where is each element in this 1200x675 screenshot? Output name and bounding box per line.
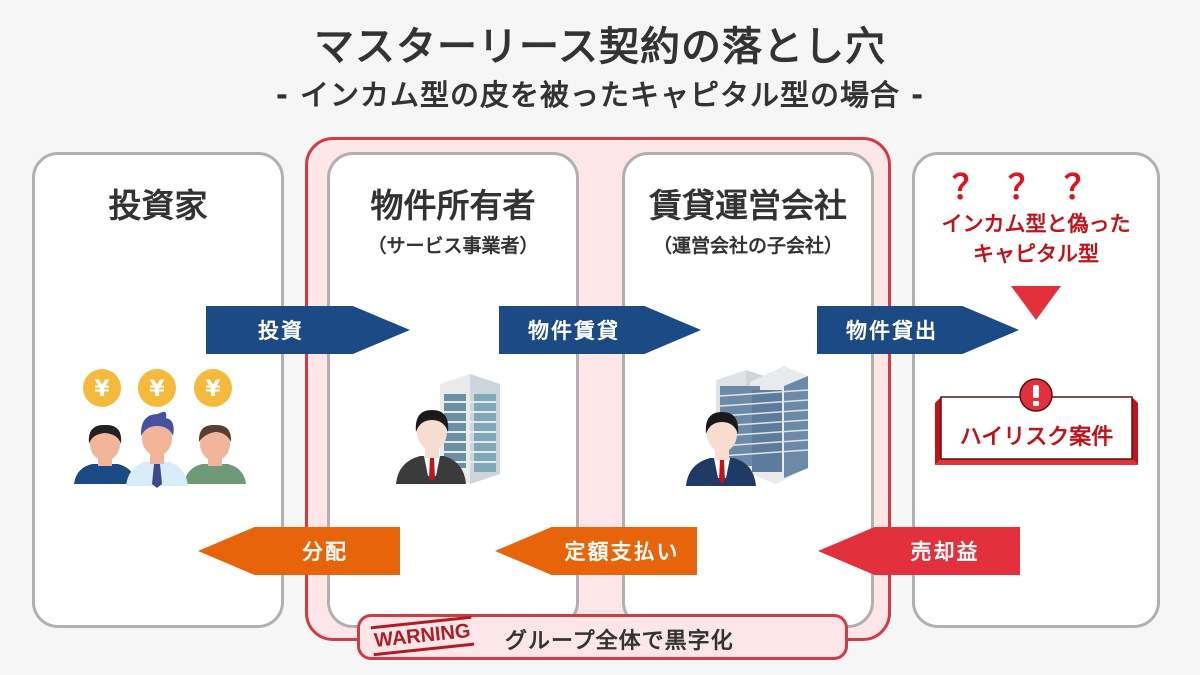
businessman-icon [396, 410, 466, 484]
owner-illustration [396, 374, 500, 484]
investor-person-icon [126, 411, 188, 488]
arrow-distribution-label: 分配 [302, 540, 348, 564]
arrow-property-rent-out-label: 物件貸出 [846, 319, 938, 343]
businessman-icon [686, 412, 756, 486]
yen-coin-icon: ¥ [194, 369, 232, 407]
page-subtitle: - インカム型の皮を被ったキャピタル型の場合 - [275, 78, 925, 112]
arrow-sale-profit-label: 売却益 [910, 540, 980, 564]
high-risk-badge: ハイリスク案件 [935, 378, 1138, 465]
yen-coin-icon: ¥ [138, 369, 176, 407]
svg-text:¥: ¥ [149, 377, 165, 402]
card-owner-title: 物件所有者 [370, 186, 536, 225]
down-triangle-icon [1011, 286, 1061, 320]
arrow-property-lease-label: 物件賃貸 [528, 319, 620, 343]
capital-type-label: キャピタル型 [973, 242, 1099, 266]
arrow-fixed-payment-label: 定額支払い [564, 540, 680, 564]
page-title: マスターリース契約の落とし穴 [314, 24, 886, 70]
arrow-property-lease: 物件賃貸 [499, 306, 701, 354]
card-owner-subtitle: （サービス事業者） [367, 235, 539, 257]
investors-illustration: ¥ ¥ ¥ [74, 369, 246, 488]
investor-person-icon [184, 424, 246, 484]
high-risk-label: ハイリスク案件 [959, 425, 1114, 450]
svg-text:¥: ¥ [94, 377, 110, 402]
manager-illustration [686, 366, 809, 486]
warning-stamp: WARNING [370, 615, 474, 657]
building-icon [440, 374, 500, 484]
card-manager-title: 賃貸運営会社 [649, 186, 847, 225]
fake-income-label: インカム型と偽った [941, 212, 1131, 236]
investor-person-icon [74, 424, 136, 484]
card-investor-title: 投資家 [108, 186, 208, 225]
warning-text: グループ全体で黒字化 [505, 629, 734, 654]
card-manager-subtitle: （運営会社の子会社） [652, 235, 843, 257]
arrow-investment-label: 投資 [258, 319, 304, 343]
question-marks: ？？？ [952, 168, 1120, 208]
risk-box-shape [935, 378, 1138, 465]
svg-text:¥: ¥ [205, 377, 221, 402]
warning-bar: WARNING グループ全体で黒字化 [357, 614, 848, 660]
yen-coin-icon: ¥ [83, 369, 121, 407]
